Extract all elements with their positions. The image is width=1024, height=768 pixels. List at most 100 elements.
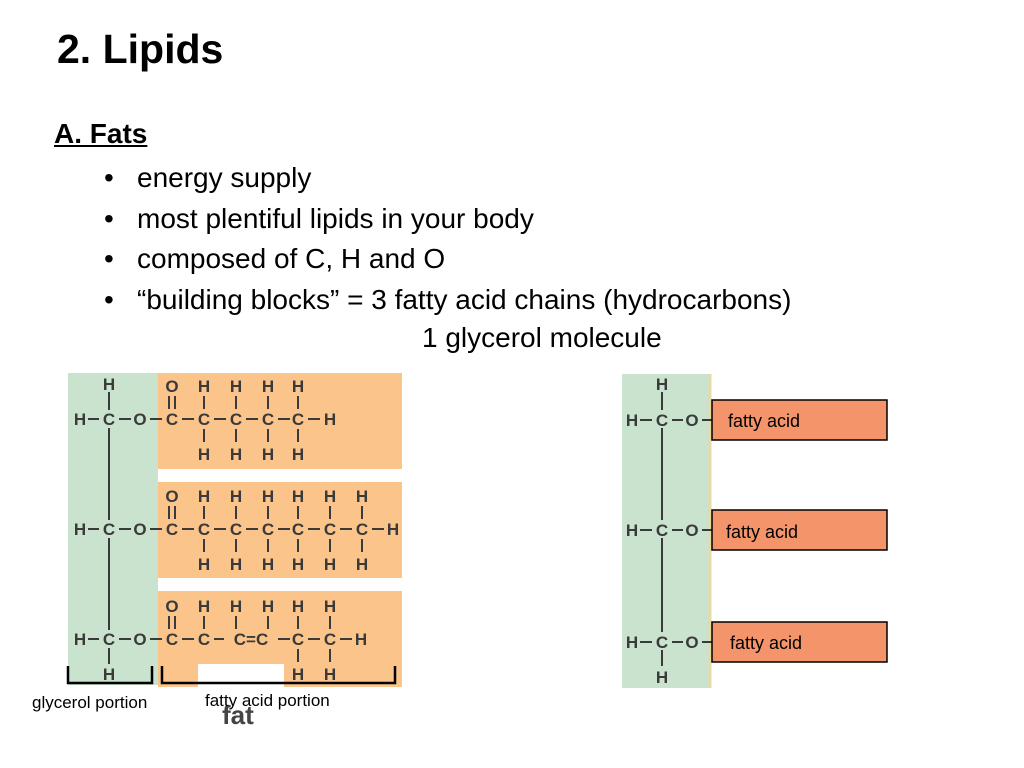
- svg-text:H: H: [262, 487, 274, 506]
- svg-text:C: C: [166, 410, 178, 429]
- svg-text:O: O: [685, 521, 698, 540]
- svg-text:H: H: [230, 555, 242, 574]
- svg-text:fatty acid: fatty acid: [730, 633, 802, 653]
- bullet-continuation: 1 glycerol molecule: [422, 322, 662, 353]
- svg-text:H: H: [292, 445, 304, 464]
- svg-text:O: O: [133, 520, 146, 539]
- bullet-glyph: •: [104, 243, 114, 274]
- fatty-acid-bracket: [160, 666, 397, 685]
- glycerol-oh-row-2: H C O: [626, 521, 712, 540]
- glycerol-oh-row-1: H C O: [626, 411, 712, 430]
- svg-text:H: H: [230, 597, 242, 616]
- svg-text:O: O: [165, 487, 178, 506]
- fatty-acid-box-1: fatty acid: [711, 399, 888, 441]
- svg-text:O: O: [685, 633, 698, 652]
- svg-text:fatty acid: fatty acid: [726, 522, 798, 542]
- bullet-text: energy supply: [137, 162, 312, 193]
- fatty-acid-panel: [158, 373, 402, 469]
- svg-text:C: C: [262, 520, 274, 539]
- bullet-item: •“building blocks” = 3 fatty acid chains…: [104, 280, 791, 321]
- svg-text:O: O: [685, 411, 698, 430]
- fat-label: fat: [222, 700, 254, 730]
- svg-text:H: H: [262, 597, 274, 616]
- svg-text:H: H: [626, 411, 638, 430]
- svg-text:H: H: [292, 665, 304, 684]
- svg-text:H: H: [74, 520, 86, 539]
- svg-text:C: C: [198, 630, 210, 649]
- svg-text:H: H: [356, 555, 368, 574]
- svg-text:C: C: [166, 520, 178, 539]
- svg-text:H: H: [74, 410, 86, 429]
- svg-text:C: C: [656, 633, 668, 652]
- svg-text:H: H: [198, 555, 210, 574]
- svg-text:H: H: [324, 597, 336, 616]
- svg-text:O: O: [165, 377, 178, 396]
- svg-text:H: H: [230, 445, 242, 464]
- double-bond-label: C=C: [234, 630, 268, 649]
- fatty-acid-box-3: fatty acid: [711, 621, 888, 663]
- svg-text:C: C: [324, 520, 336, 539]
- bullet-text: most plentiful lipids in your body: [137, 202, 534, 234]
- svg-text:H: H: [356, 487, 368, 506]
- svg-text:H: H: [324, 487, 336, 506]
- glycerol-oh-row-3: H C O: [626, 633, 712, 652]
- svg-text:C: C: [324, 630, 336, 649]
- svg-text:H: H: [626, 633, 638, 652]
- svg-text:C: C: [230, 520, 242, 539]
- atom-h: H: [103, 665, 115, 684]
- svg-text:C: C: [356, 520, 368, 539]
- bullet-text: composed of C, H and O: [137, 243, 446, 274]
- svg-text:H: H: [626, 521, 638, 540]
- svg-text:C: C: [103, 630, 115, 649]
- svg-text:C: C: [292, 520, 304, 539]
- atom-h: H: [103, 375, 115, 394]
- svg-text:H: H: [656, 375, 668, 394]
- svg-text:H: H: [324, 555, 336, 574]
- svg-text:H: H: [324, 410, 336, 429]
- svg-text:H: H: [292, 555, 304, 574]
- svg-text:H: H: [198, 487, 210, 506]
- svg-text:H: H: [230, 487, 242, 506]
- svg-text:H: H: [355, 630, 367, 649]
- bullet-glyph: •: [104, 162, 114, 193]
- bullet-item: • composed of C, H and O: [104, 239, 791, 280]
- svg-text:O: O: [133, 630, 146, 649]
- subheading-fats: A. Fats: [54, 118, 148, 149]
- svg-text:fatty acid: fatty acid: [728, 411, 800, 431]
- glycerol-panel: [68, 373, 158, 685]
- svg-text:H: H: [387, 520, 399, 539]
- bullet-glyph: •: [104, 202, 114, 234]
- svg-text:O: O: [165, 597, 178, 616]
- svg-text:H: H: [262, 377, 274, 396]
- bullet-list: • energy supply • most plentiful lipids in…: [104, 158, 791, 320]
- svg-text:C: C: [198, 520, 210, 539]
- svg-text:H: H: [292, 487, 304, 506]
- fatty-acid-portion-caption: fatty acid portion: [205, 691, 330, 710]
- fatty-acid-chain-1: H C O O C H C H H C H H C H H C H H: [74, 377, 336, 464]
- svg-text:H: H: [656, 668, 668, 687]
- bullet-item: • energy supply: [104, 158, 791, 199]
- fatty-acid-chain-2: H C O O C H C H H C H H C H H C H H C: [74, 487, 399, 574]
- slide-title: 2. Lipids: [57, 26, 224, 72]
- svg-text:C: C: [292, 410, 304, 429]
- svg-text:H: H: [198, 445, 210, 464]
- svg-text:H: H: [230, 377, 242, 396]
- glycerol-portion-caption: glycerol portion: [32, 693, 147, 712]
- glycerol-panel-simplified: [622, 374, 710, 688]
- bullet-glyph: •: [104, 283, 114, 315]
- svg-text:H: H: [292, 377, 304, 396]
- glycerol-bracket: [66, 666, 154, 685]
- svg-text:C: C: [656, 411, 668, 430]
- fatty-acid-chain-3: H C O O C H C C=C H H H C H H C H H: [74, 597, 367, 684]
- svg-text:H: H: [292, 597, 304, 616]
- fatty-acid-box-2: fatty acid: [711, 509, 888, 551]
- svg-text:H: H: [262, 555, 274, 574]
- svg-text:C: C: [103, 410, 115, 429]
- svg-text:O: O: [133, 410, 146, 429]
- svg-text:C: C: [198, 410, 210, 429]
- svg-text:H: H: [262, 445, 274, 464]
- svg-text:C: C: [103, 520, 115, 539]
- svg-text:C: C: [656, 521, 668, 540]
